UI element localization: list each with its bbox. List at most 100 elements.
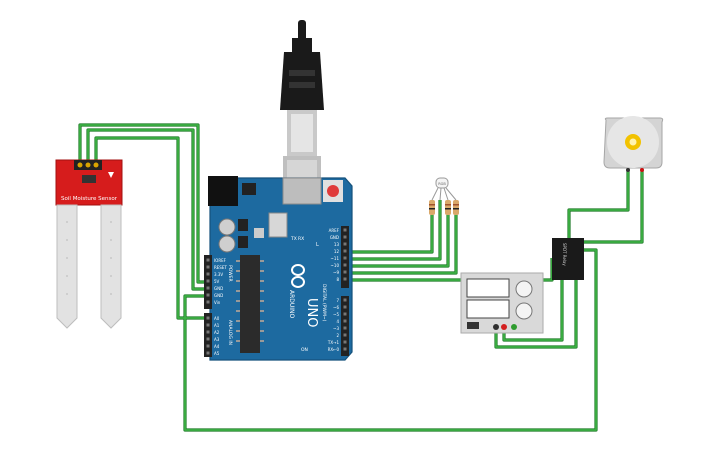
- analog-pin-socket[interactable]: [206, 337, 210, 341]
- digital-pin-socket[interactable]: [343, 263, 347, 267]
- analog-pin-socket[interactable]: [206, 316, 210, 320]
- analog-pin-socket[interactable]: [206, 323, 210, 327]
- digital-pin-label: ~9: [333, 270, 339, 275]
- digital-pin-label: ~10: [331, 263, 340, 268]
- power-pin-labels: IOREF RESET 3.3V 5V GND GND Vin: [206, 258, 227, 305]
- psu-terminal-ground[interactable]: [511, 324, 517, 330]
- digital-pin-socket[interactable]: [343, 347, 347, 351]
- dc-motor[interactable]: [603, 116, 664, 172]
- power-pin-label: 5V: [214, 279, 220, 284]
- relay-label: SPDT Relay: [562, 243, 567, 266]
- power-pin-label: IOREF: [214, 258, 227, 263]
- power-pin-socket[interactable]: [206, 300, 210, 304]
- power-pin-label: Vin: [214, 300, 221, 305]
- digital-pin-socket[interactable]: [343, 305, 347, 309]
- power-pin-label: 3.3V: [214, 272, 223, 277]
- digital-pin-socket[interactable]: [343, 319, 347, 323]
- usb-cable[interactable]: [280, 20, 324, 202]
- soil-moisture-sensor[interactable]: Soil Moisture Sensor: [55, 159, 123, 329]
- psu-terminal-negative[interactable]: [493, 324, 499, 330]
- analog-pin-label: A0: [214, 316, 220, 321]
- digital-pin-label: 12: [334, 249, 340, 254]
- power-pin-socket[interactable]: [206, 265, 210, 269]
- led-label-tx: TX: [290, 236, 297, 242]
- power-pin-socket[interactable]: [206, 272, 210, 276]
- resistor[interactable]: [453, 200, 459, 215]
- power-pin-label: GND: [214, 293, 223, 298]
- digital-pin-socket[interactable]: [343, 298, 347, 302]
- reset-button[interactable]: [327, 185, 339, 197]
- power-pin-label: GND: [214, 286, 223, 291]
- digital-pin-socket[interactable]: [343, 228, 347, 232]
- resistors[interactable]: [429, 200, 459, 215]
- wire-pin12-led[interactable]: [345, 200, 442, 261]
- digital-pin-label: 7: [336, 298, 339, 303]
- arduino-logo: [291, 264, 305, 288]
- digital-pin-socket[interactable]: [343, 340, 347, 344]
- digital-pin-socket[interactable]: [343, 326, 347, 330]
- atmega-chip: [240, 255, 260, 353]
- digital-pin-label: ~6: [333, 305, 339, 310]
- digital-pin-label: AREF: [329, 228, 340, 233]
- digital-pin-socket[interactable]: [343, 333, 347, 337]
- power-header-label: POWER: [227, 265, 233, 282]
- sensor-label: Soil Moisture Sensor: [61, 196, 118, 202]
- psu-knob-current[interactable]: [515, 302, 533, 320]
- rgb-led-label: RGB: [438, 182, 446, 186]
- digital-pin-socket[interactable]: [343, 270, 347, 274]
- sensor-probe-left: [56, 204, 78, 329]
- analog-pin-socket[interactable]: [206, 330, 210, 334]
- digital-header-label: DIGITAL (PWM~): [321, 284, 327, 322]
- digital-pin-label: 4: [336, 319, 339, 324]
- power-pin-socket[interactable]: [206, 286, 210, 290]
- capacitor: [218, 218, 236, 236]
- arduino-uno[interactable]: L TX RX ON ARDUINO UNO POWER ANALOG IN D…: [204, 176, 353, 361]
- spdt-relay[interactable]: SPDT Relay: [552, 238, 584, 280]
- digital-pin-socket[interactable]: [343, 249, 347, 253]
- digital-pin-socket[interactable]: [343, 277, 347, 281]
- digital-pin-label: GND: [330, 235, 339, 240]
- digital-pin-label: ~5: [333, 312, 339, 317]
- led-label-l: L: [316, 242, 319, 248]
- resistor[interactable]: [445, 200, 451, 215]
- rgb-led[interactable]: RGB: [431, 177, 457, 201]
- wire-relay-motor-a[interactable]: [583, 170, 644, 244]
- sensor-probe-right: [100, 204, 122, 329]
- digital-pin-label: TX→1: [327, 340, 340, 345]
- analog-header: [204, 313, 212, 357]
- digital-pin-label: 8: [336, 277, 339, 282]
- wire-pin13-led[interactable]: [345, 215, 434, 254]
- digital-pin-socket[interactable]: [343, 312, 347, 316]
- power-pin-socket[interactable]: [206, 293, 210, 297]
- analog-header-label: ANALOG IN: [227, 320, 233, 345]
- dc-jack: [208, 176, 238, 206]
- digital-pin-label: 2: [336, 333, 339, 338]
- digital-pin-socket[interactable]: [343, 256, 347, 260]
- psu-terminal-positive[interactable]: [501, 324, 507, 330]
- digital-header-bottom: [341, 296, 349, 356]
- motor-terminal: [640, 168, 644, 172]
- analog-pin-socket[interactable]: [206, 351, 210, 355]
- analog-pin-label: A3: [214, 337, 220, 342]
- psu-display-top: [466, 278, 510, 298]
- psu-knob-voltage[interactable]: [515, 280, 533, 298]
- power-pin-socket[interactable]: [206, 258, 210, 262]
- analog-pin-socket[interactable]: [206, 344, 210, 348]
- power-pin-label: RESET: [214, 265, 227, 270]
- digital-pin-socket[interactable]: [343, 242, 347, 246]
- power-supply[interactable]: [460, 272, 544, 334]
- arduino-model: UNO: [304, 298, 319, 327]
- resistor[interactable]: [429, 200, 435, 215]
- digital-pin-socket[interactable]: [343, 235, 347, 239]
- motor-terminal: [626, 168, 630, 172]
- wire-relay-motor-b[interactable]: [567, 170, 630, 240]
- psu-display-bottom: [466, 299, 510, 319]
- analog-pin-label: A1: [214, 323, 220, 328]
- digital-pin-label: ~3: [333, 326, 339, 331]
- power-pin-socket[interactable]: [206, 279, 210, 283]
- arduino-brand: ARDUINO: [288, 290, 295, 319]
